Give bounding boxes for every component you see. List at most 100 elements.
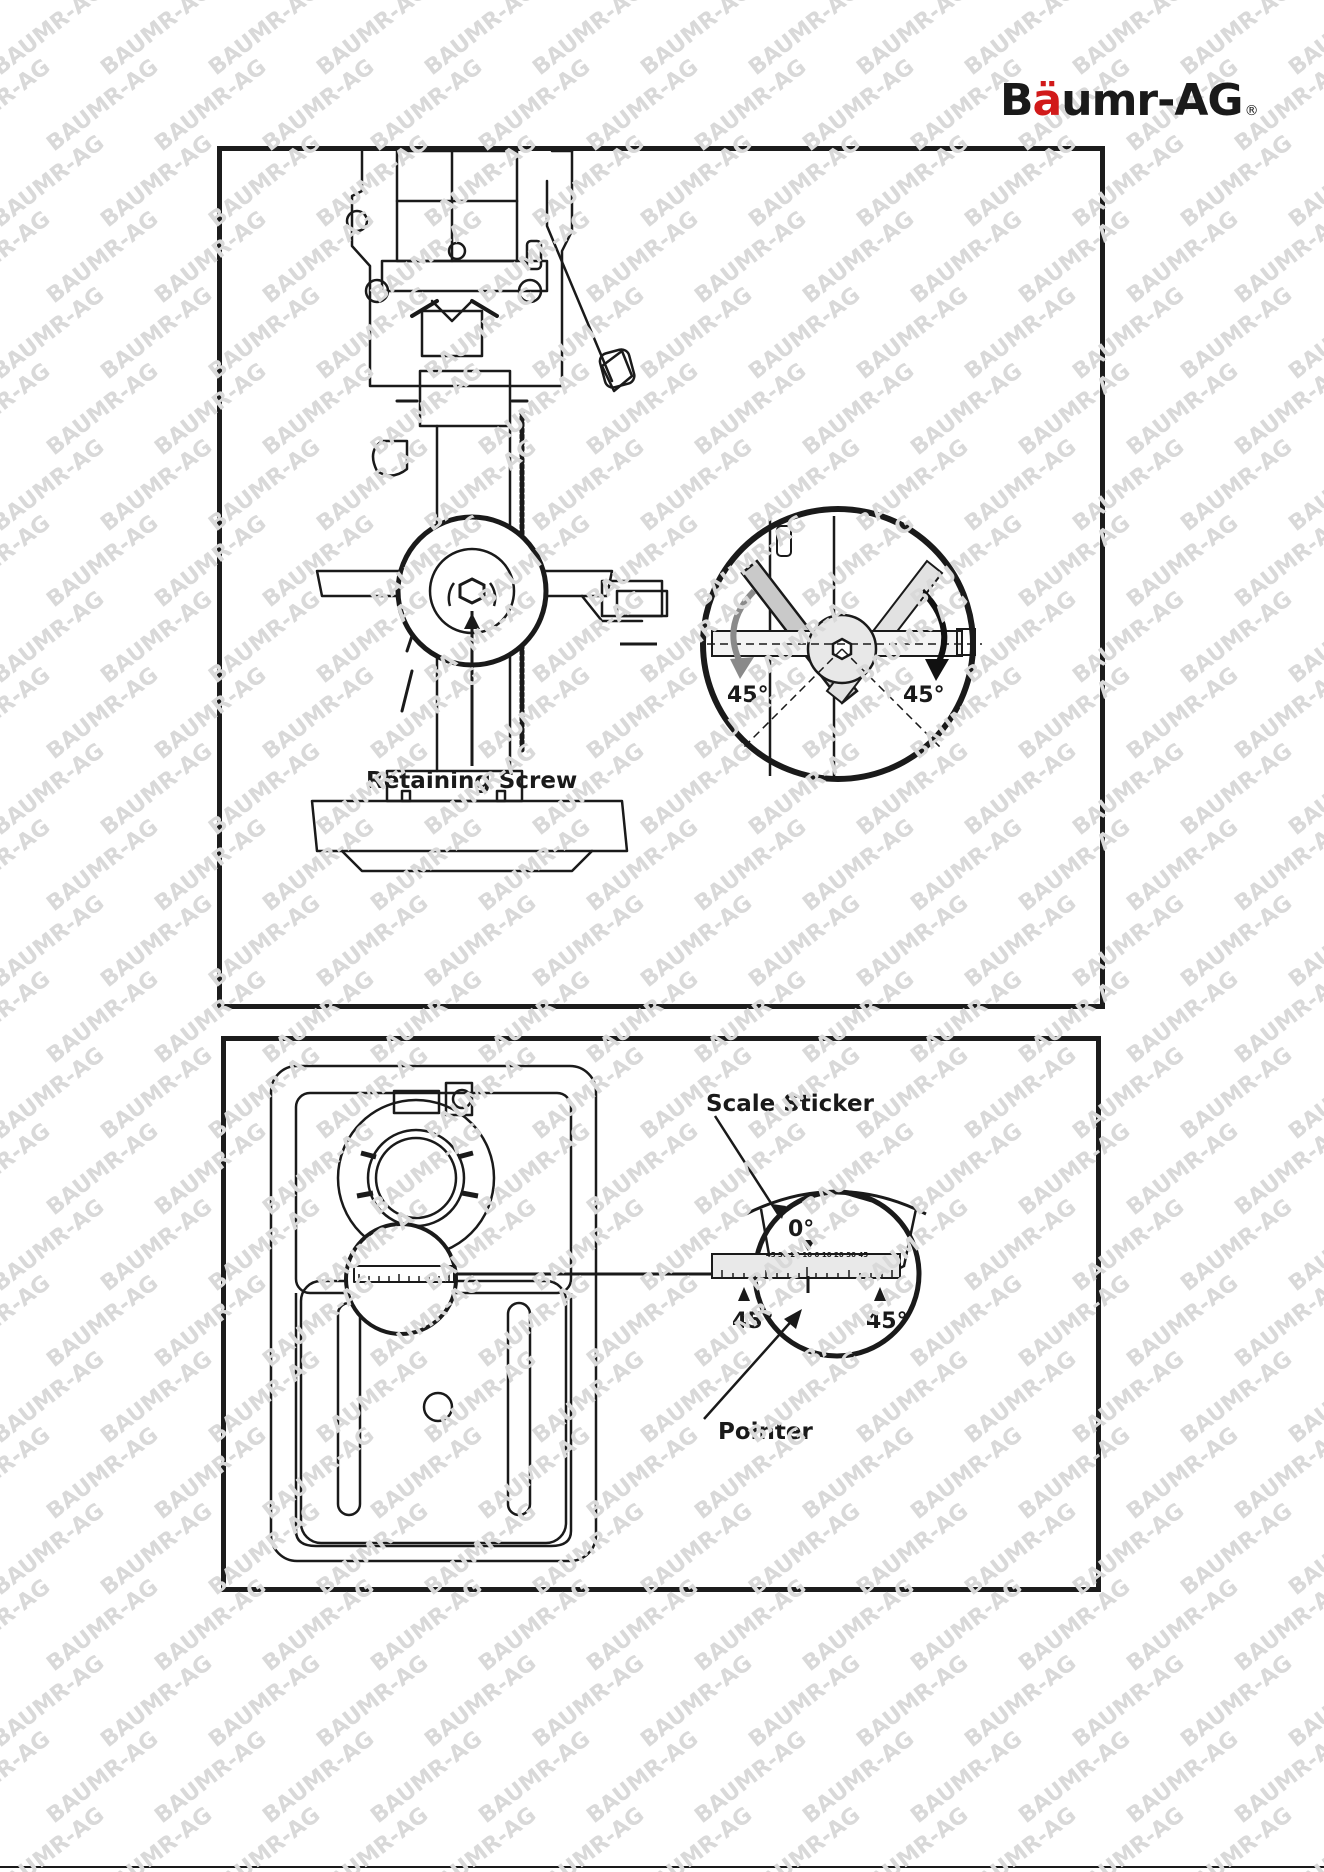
watermark-text: BAUMR-AG [744, 0, 865, 81]
watermark-text: BAUMR-AG [96, 587, 217, 689]
scale-detail [703, 1115, 927, 1420]
watermark-text: BAUMR-AG [1122, 1575, 1243, 1677]
watermark-text: BAUMR-AG [1068, 1803, 1189, 1872]
watermark-text: BAUMR-AG [474, 55, 595, 157]
watermark-text: BAUMR-AG [96, 739, 217, 841]
watermark-text: BAUMR-AG [1176, 1803, 1297, 1872]
watermark-text: BAUMR-AG [1122, 663, 1243, 765]
watermark-text: BAUMR-AG [1176, 1499, 1297, 1601]
chuck-arrow-left [410, 299, 439, 318]
watermark-text: BAUMR-AG [42, 1423, 163, 1525]
watermark-text: BAUMR-AG [636, 0, 757, 81]
watermark-text: BAUMR-AG [1230, 967, 1324, 1069]
zero-mark-icon [801, 1240, 815, 1251]
watermark-text: BAUMR-AG [0, 587, 1, 689]
watermark-text: BAUMR-AG [798, 0, 919, 5]
hex-screw-icon [458, 577, 486, 605]
watermark-text: BAUMR-AG [0, 55, 55, 157]
watermark-text: BAUMR-AG [798, 1727, 919, 1829]
watermark-text: BAUMR-AG [1284, 891, 1324, 993]
watermark-text: BAUMR-AG [690, 55, 811, 157]
watermark-text: BAUMR-AG [204, 1651, 325, 1753]
watermark-text: BAUMR-AG [0, 0, 109, 81]
watermark-text: BAUMR-AG [420, 1803, 541, 1872]
watermark-text: BAUMR-AG [1230, 359, 1324, 461]
watermark-text: BAUMR-AG [1284, 1195, 1324, 1297]
scale-tick-labels: 45 30 20 10 0 10 20 30 45 [766, 1251, 868, 1259]
watermark-text: BAUMR-AG [528, 0, 649, 81]
watermark-text: BAUMR-AG [1122, 0, 1243, 5]
watermark-text: BAUMR-AG [852, 1651, 973, 1753]
watermark-text: BAUMR-AG [312, 0, 433, 81]
watermark-text: BAUMR-AG [1014, 0, 1135, 5]
watermark-text: BAUMR-AG [96, 283, 217, 385]
watermark-text: BAUMR-AG [150, 1727, 271, 1829]
watermark-text: BAUMR-AG [1122, 967, 1243, 1069]
watermark-text: BAUMR-AG [0, 283, 1, 385]
watermark-text: BAUMR-AG [258, 0, 379, 5]
watermark-text: BAUMR-AG [0, 1119, 55, 1221]
watermark-text: BAUMR-AG [0, 435, 1, 537]
angle-label-left: 45° [727, 683, 769, 708]
motor-housing [395, 151, 519, 263]
watermark-text: BAUMR-AG [0, 663, 55, 765]
base [310, 799, 629, 853]
watermark-text: BAUMR-AG [1230, 207, 1324, 309]
watermark-text: BAUMR-AG [0, 1499, 109, 1601]
watermark-text: BAUMR-AG [0, 1803, 1, 1872]
watermark-text: BAUMR-AG [96, 1651, 217, 1753]
tilt-detail: 45° 45° [620, 506, 982, 782]
watermark-text: BAUMR-AG [0, 1043, 109, 1145]
watermark-text: BAUMR-AG [42, 0, 163, 5]
watermark-text: BAUMR-AG [96, 1043, 217, 1145]
watermark-text: BAUMR-AG [312, 1651, 433, 1753]
brand-name-part-1: B [1000, 75, 1034, 126]
watermark-text: BAUMR-AG [1284, 1043, 1324, 1145]
watermark-text: BAUMR-AG [1068, 1651, 1189, 1753]
base-hole [422, 1391, 454, 1423]
watermark-text: BAUMR-AG [0, 967, 55, 1069]
watermark-text: BAUMR-AG [1284, 1803, 1324, 1872]
watermark-text: BAUMR-AG [1230, 511, 1324, 613]
watermark-text: BAUMR-AG [1122, 359, 1243, 461]
zero-degree-label: 0° [788, 1217, 814, 1242]
watermark-text: BAUMR-AG [0, 1423, 55, 1525]
watermark-text: BAUMR-AG [150, 55, 271, 157]
watermark-text: BAUMR-AG [1176, 131, 1297, 233]
watermark-text: BAUMR-AG [96, 131, 217, 233]
watermark-text: BAUMR-AG [1176, 435, 1297, 537]
watermark-text: BAUMR-AG [150, 0, 271, 5]
watermark-text: BAUMR-AG [960, 1803, 1081, 1872]
watermark-text: BAUMR-AG [1284, 435, 1324, 537]
retaining-screw-label: Retaining Screw [366, 768, 577, 794]
watermark-text: BAUMR-AG [258, 1727, 379, 1829]
watermark-text: BAUMR-AG [528, 1651, 649, 1753]
retaining-screw-detail [395, 514, 549, 766]
watermark-text: BAUMR-AG [582, 0, 703, 5]
drill-head [350, 151, 574, 388]
watermark-text: BAUMR-AG [1122, 511, 1243, 613]
watermark-text: BAUMR-AG [0, 1651, 109, 1753]
watermark-text: BAUMR-AG [42, 663, 163, 765]
base-top-view-illustration: 45 30 20 10 0 10 20 30 45 0° 45° 45° Sca… [269, 1064, 927, 1563]
watermark-text: BAUMR-AG [0, 1803, 109, 1872]
watermark-text: BAUMR-AG [1122, 1423, 1243, 1525]
angle-label-right: 45° [903, 683, 945, 708]
watermark-text: BAUMR-AG [96, 0, 217, 81]
watermark-text: BAUMR-AG [0, 587, 109, 689]
column-collar [418, 369, 512, 428]
watermark-text: BAUMR-AG [1230, 1423, 1324, 1525]
watermark-text: BAUMR-AG [42, 1575, 163, 1677]
watermark-text: BAUMR-AG [852, 0, 973, 81]
watermark-text: BAUMR-AG [1284, 283, 1324, 385]
watermark-text: BAUMR-AG [312, 1803, 433, 1872]
watermark-text: BAUMR-AG [0, 891, 1, 993]
watermark-text: BAUMR-AG [0, 815, 55, 917]
watermark-text: BAUMR-AG [0, 1347, 109, 1449]
watermark-text: BAUMR-AG [1176, 0, 1297, 81]
watermark-text: BAUMR-AG [42, 1271, 163, 1373]
watermark-text: BAUMR-AG [1176, 1195, 1297, 1297]
watermark-text: BAUMR-AG [0, 511, 55, 613]
watermark-text: BAUMR-AG [0, 1195, 1, 1297]
scale-sticker-label: Scale Sticker [706, 1091, 875, 1117]
